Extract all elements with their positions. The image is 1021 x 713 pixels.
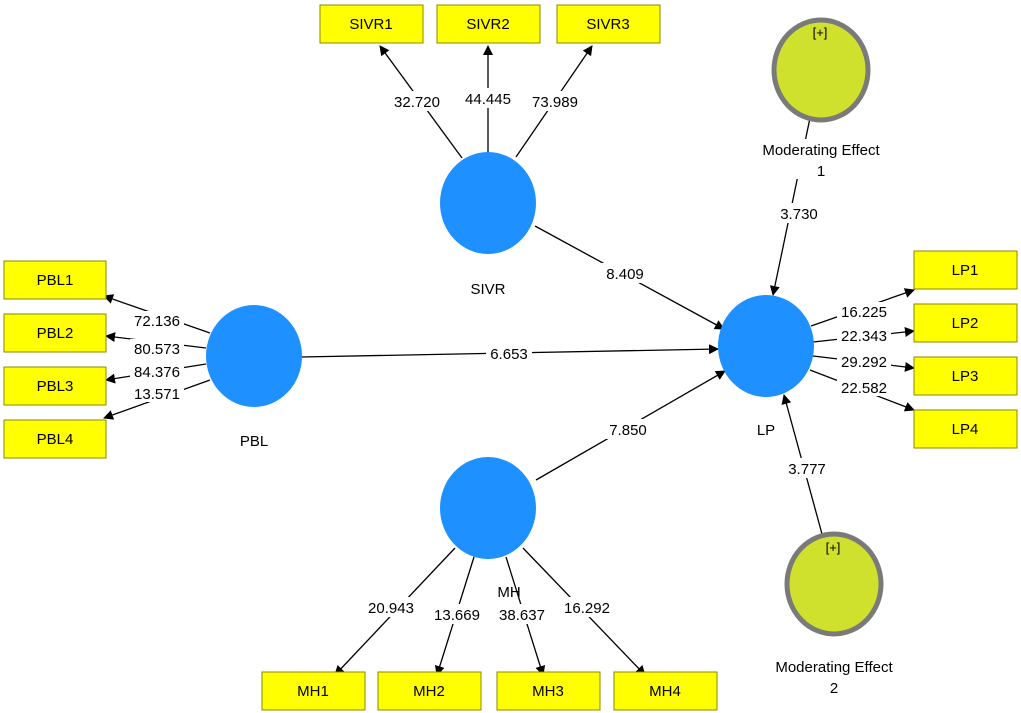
loading-sivr1: 32.720	[394, 94, 440, 111]
loading-sivr3: 73.989	[532, 94, 578, 111]
indicator-label-lp2: LP2	[952, 315, 979, 332]
moderator-label-1-line2: 1	[817, 163, 825, 180]
loading-lp2: 22.343	[841, 328, 887, 345]
indicator-label-pbl2: PBL2	[37, 325, 74, 342]
latent-variables: SIVR PBL MH LP	[206, 152, 814, 601]
indicator-label-pbl1: PBL1	[37, 272, 74, 289]
indicator-label-pbl4: PBL4	[37, 431, 74, 448]
indicator-label-mh2: MH2	[413, 683, 445, 700]
latent-label-mh: MH	[497, 584, 520, 601]
path-coef-m2-lp: 3.777	[788, 461, 826, 478]
moderator-label-2-line1: Moderating Effect	[775, 659, 893, 676]
moderator-label-2-line2: 2	[830, 680, 838, 697]
moderator-node-1[interactable]	[771, 17, 871, 123]
latent-node-pbl[interactable]	[206, 305, 302, 407]
indicator-box-mh3[interactable]	[496, 671, 601, 711]
loading-pbl4: 13.571	[134, 386, 180, 403]
latent-label-lp: LP	[757, 422, 775, 439]
indicator-label-mh1: MH1	[297, 683, 329, 700]
indicator-label-sivr1: SIVR1	[349, 16, 392, 33]
path-coef-sivr-lp: 8.409	[606, 266, 644, 283]
indicator-box-pbl2[interactable]	[3, 313, 107, 353]
indicators: SIVR1 SIVR2 SIVR3 PBL1 PBL2 PBL3 PBL4 MH…	[3, 4, 1018, 711]
loading-pbl2: 80.573	[134, 341, 180, 358]
path-coef-pbl-lp: 6.653	[490, 346, 528, 363]
loading-mh2: 13.669	[434, 607, 480, 624]
moderator-toggle-2[interactable]: [+]	[826, 540, 841, 555]
path-coef-mh-lp: 7.850	[609, 422, 647, 439]
indicator-label-pbl3: PBL3	[37, 378, 74, 395]
latent-label-pbl: PBL	[240, 433, 268, 450]
indicator-box-mh1[interactable]	[261, 671, 366, 711]
moderator-label-1-line1: Moderating Effect	[762, 142, 880, 159]
indicator-label-mh3: MH3	[532, 683, 564, 700]
indicator-box-lp2[interactable]	[913, 303, 1018, 343]
indicator-box-sivr1[interactable]	[319, 4, 424, 44]
moderators: [+] Moderating Effect 1 [+] Moderating E…	[750, 17, 893, 697]
latent-node-lp[interactable]	[718, 295, 814, 397]
latent-node-mh[interactable]	[440, 457, 536, 559]
loading-lp1: 16.225	[841, 304, 887, 321]
moderator-toggle-1[interactable]: [+]	[813, 25, 828, 40]
latent-label-sivr: SIVR	[470, 281, 505, 298]
loading-mh3: 38.637	[499, 607, 545, 624]
indicator-label-lp1: LP1	[952, 262, 979, 279]
indicator-label-mh4: MH4	[649, 683, 681, 700]
indicator-box-lp3[interactable]	[913, 356, 1018, 396]
latent-node-sivr[interactable]	[440, 152, 536, 254]
indicator-box-sivr3[interactable]	[556, 4, 661, 44]
loading-pbl1: 72.136	[134, 313, 180, 330]
indicator-box-lp1[interactable]	[913, 250, 1018, 290]
indicator-label-lp4: LP4	[952, 421, 979, 438]
indicator-box-pbl4[interactable]	[3, 419, 107, 459]
coefficients: 32.720 44.445 73.989 72.136 80.573 84.37…	[130, 88, 891, 624]
path-coef-m1-lp: 3.730	[780, 206, 818, 223]
loading-sivr2: 44.445	[465, 91, 511, 108]
indicator-box-sivr2[interactable]	[436, 4, 541, 44]
indicator-box-lp4[interactable]	[913, 409, 1018, 449]
indicator-label-sivr2: SIVR2	[466, 16, 509, 33]
indicator-label-sivr3: SIVR3	[586, 16, 629, 33]
loading-pbl3: 84.376	[134, 364, 180, 381]
loading-lp3: 29.292	[841, 354, 887, 371]
indicator-label-lp3: LP3	[952, 368, 979, 385]
indicator-box-pbl3[interactable]	[3, 366, 107, 406]
indicator-box-pbl1[interactable]	[3, 260, 107, 300]
loading-mh1: 20.943	[368, 600, 414, 617]
moderator-node-2[interactable]	[784, 531, 884, 637]
loading-mh4: 16.292	[564, 600, 610, 617]
indicator-box-mh4[interactable]	[613, 671, 718, 711]
indicator-box-mh2[interactable]	[377, 671, 482, 711]
loading-lp4: 22.582	[841, 380, 887, 397]
